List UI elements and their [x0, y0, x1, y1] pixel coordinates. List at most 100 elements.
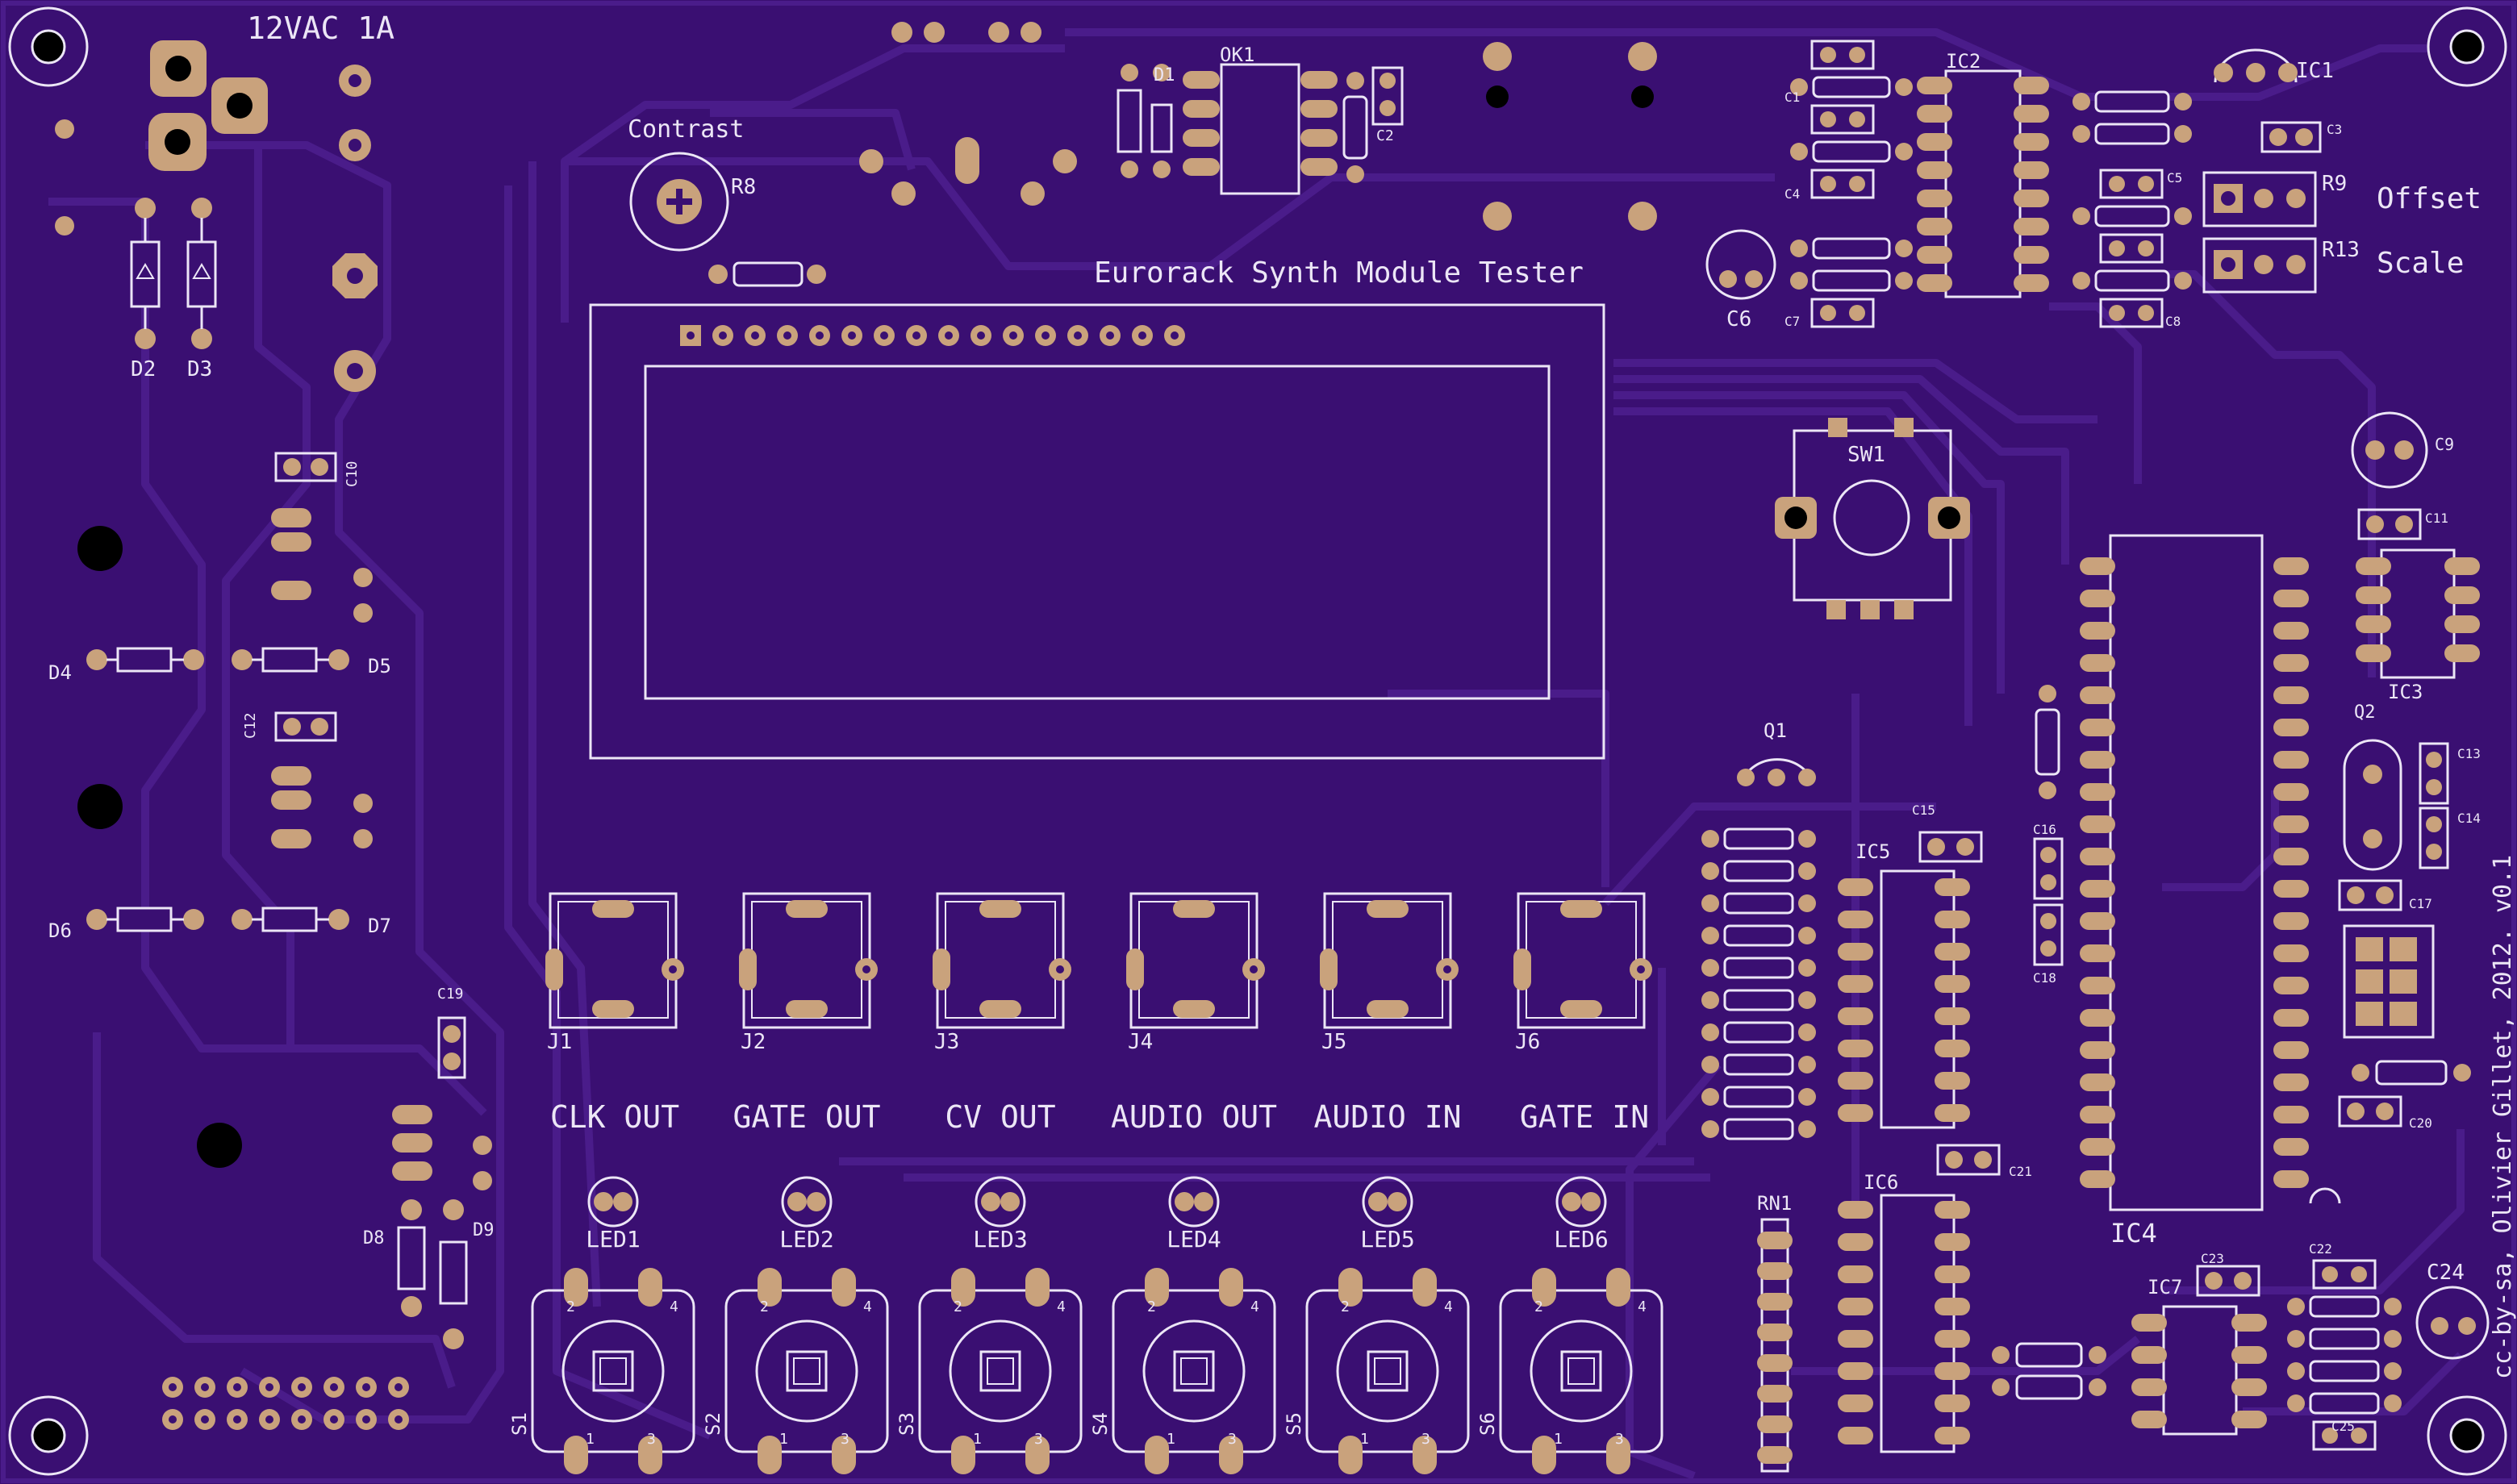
rn1-pin [1757, 1385, 1793, 1403]
ic-pin [1838, 1362, 1873, 1380]
ic-pin [2356, 586, 2391, 604]
resistor [2072, 90, 2192, 113]
label-ic5: IC5 [1855, 840, 1890, 863]
ic-pin [2014, 105, 2049, 123]
ic-pin [2356, 615, 2391, 633]
top-header-pads [891, 22, 1041, 43]
switch-s6 [1499, 1268, 1663, 1474]
ic-pin [2014, 246, 2049, 264]
ic3-pins [2356, 557, 2480, 662]
switch-ref-label: S6 [1476, 1412, 1499, 1436]
lcd-pin [874, 325, 895, 346]
ic-pin [2080, 912, 2115, 930]
capacitor [1810, 104, 1875, 135]
resistor [1701, 924, 1816, 947]
ic-pin [1917, 218, 1952, 236]
switch-pin-label: 1 [973, 1431, 982, 1448]
capacitor [2099, 233, 2164, 264]
jack-function-label: GATE OUT [733, 1099, 880, 1135]
led-6 [1555, 1176, 1607, 1228]
diode-d5 [232, 647, 349, 673]
resistor [1701, 1021, 1816, 1044]
mount-hole-top-left [8, 6, 89, 87]
ic6-pins [1838, 1201, 1970, 1444]
ic-pin [2080, 944, 2115, 962]
switch-pin-label: 3 [841, 1431, 849, 1448]
ic-pin [1917, 161, 1952, 179]
resistor [1701, 957, 1816, 979]
header-pin [291, 1409, 312, 1430]
lcd-pin [1003, 325, 1024, 346]
label-ic1: IC1 [2296, 59, 2334, 83]
ic-pin [2080, 622, 2115, 640]
ic-pin [1935, 1265, 1970, 1283]
ic-pin [1838, 911, 1873, 928]
led-label: LED4 [1167, 1226, 1221, 1253]
ic2-pins [1917, 77, 2049, 292]
ic-pin [2014, 77, 2049, 94]
jack-ref-label: J3 [934, 1030, 959, 1054]
rn1-pin [1757, 1354, 1793, 1372]
label-ic3: IC3 [2388, 681, 2423, 703]
resistor-pair-bottom [1992, 1342, 2106, 1400]
ic-pin [2231, 1378, 2267, 1396]
label-c5: C5 [2167, 170, 2182, 186]
jack-function-label: CV OUT [945, 1099, 1055, 1135]
switch-pin-label: 4 [670, 1298, 678, 1315]
label-d7: D7 [368, 915, 391, 937]
regulator-bottom [392, 1105, 492, 1190]
ic-pin [2080, 1106, 2115, 1123]
diode-d6 [86, 907, 204, 932]
label-r9: R9 [2322, 172, 2347, 196]
switch-pin-label: 4 [1057, 1298, 1066, 1315]
capacitor-c10 [274, 452, 337, 482]
lcd-pin [970, 325, 991, 346]
label-ic6: IC6 [1864, 1171, 1898, 1194]
ic-pin [1838, 1330, 1873, 1348]
header-pin [323, 1409, 344, 1430]
resistor-network-rn1 [1760, 1218, 1789, 1473]
label-ic7: IC7 [2148, 1276, 2182, 1298]
lcd-pin [1035, 325, 1056, 346]
label-c8: C8 [2165, 314, 2181, 329]
ic-pin [2273, 880, 2309, 898]
label-d5: D5 [368, 655, 391, 677]
ic-pin [2014, 161, 2049, 179]
ic-pin [2273, 557, 2309, 575]
capacitor-c22-stack [2287, 1259, 2402, 1451]
ic-pin [2080, 1138, 2115, 1156]
ic-pin [1935, 878, 1970, 896]
ic-pin [2356, 644, 2391, 662]
resistor [1790, 76, 1913, 98]
ic-pin [1838, 1427, 1873, 1444]
ic-pin [1935, 1104, 1970, 1122]
label-c7: C7 [1784, 314, 1800, 329]
jack-ref-label: J6 [1515, 1030, 1540, 1054]
ic4-pins [2080, 557, 2309, 1188]
ic-pin [1935, 1362, 1970, 1380]
label-scale: Scale [2377, 247, 2464, 280]
jack-j3 [933, 892, 1071, 1029]
header-pin [194, 1377, 215, 1398]
ic-pin [2231, 1314, 2267, 1332]
switch-s3 [918, 1268, 1083, 1474]
ic-pin [2080, 783, 2115, 801]
ic-pin [2273, 590, 2309, 607]
lcd-pin [680, 325, 701, 346]
header-pin [259, 1377, 280, 1398]
ic-pin [2080, 1009, 2115, 1027]
ic-pin [1838, 943, 1873, 961]
capacitor-c6 [1705, 229, 1776, 300]
trimmer-r8 [629, 152, 729, 252]
header-pin [388, 1377, 409, 1398]
jack-function-label: AUDIO OUT [1111, 1099, 1277, 1135]
ic-pin [2444, 586, 2480, 604]
label-d1: D1 [1154, 65, 1175, 85]
label-d9: D9 [473, 1220, 495, 1240]
resistor [1701, 892, 1816, 915]
led-label: LED1 [586, 1226, 640, 1253]
label-ic4: IC4 [2110, 1218, 2157, 1248]
ic-pin [1917, 190, 1952, 207]
capacitor [2287, 1392, 2402, 1415]
